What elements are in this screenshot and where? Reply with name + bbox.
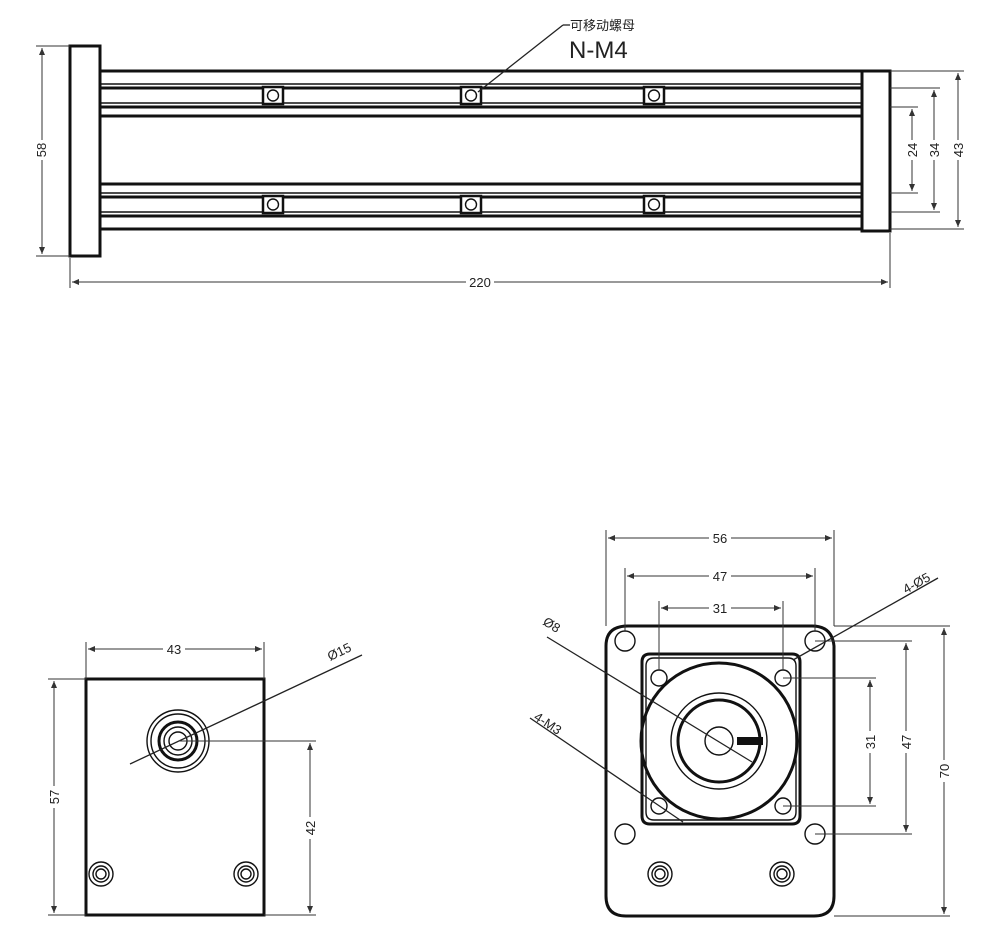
dim-length-label: 220 <box>469 275 491 290</box>
nut-lower-2 <box>459 194 483 215</box>
nut-upper-3 <box>642 85 666 106</box>
dim-inner-spacing-label: 31 <box>713 601 727 616</box>
dim-hole-spacing: 47 <box>624 568 816 631</box>
right-end-plate <box>860 69 892 233</box>
dim-motor-right-outer-label: 70 <box>937 764 952 778</box>
shaft-key <box>737 737 763 745</box>
dim-side-height: 57 <box>45 678 86 916</box>
m3-hole-bl <box>650 797 668 815</box>
dim-bore-label: Ø15 <box>325 640 354 664</box>
nut-upper-2 <box>459 85 483 106</box>
dim-right-mid-label: 34 <box>927 143 942 157</box>
motor-boss <box>639 661 799 821</box>
dim-side-width: 43 <box>85 641 265 679</box>
dim-side-height-label: 57 <box>47 790 62 804</box>
dim-shaft-height-label: 42 <box>303 821 318 835</box>
side-plate <box>84 677 266 917</box>
motor-hole-bottom-left <box>647 861 673 887</box>
dim-right-inner-label: 24 <box>905 143 920 157</box>
dim-threads-label: 4-M3 <box>531 709 564 738</box>
dim-left-height: 58 <box>33 45 70 257</box>
nut-lower-1 <box>261 194 285 215</box>
callout-leader <box>477 24 564 93</box>
dim-shaft-height: 42 <box>178 740 319 916</box>
nut-callout: 可移动螺母 N-M4 <box>477 19 635 93</box>
flange-hole-bl <box>614 823 636 845</box>
side-hole-right <box>233 861 259 887</box>
dim-motor-right-inner-label: 31 <box>863 735 878 749</box>
dim-right-stack: 24 34 43 <box>890 70 967 230</box>
dim-motor-right-stack: 31 47 70 <box>783 625 953 917</box>
motor-flange <box>604 624 836 918</box>
left-end-plate <box>68 44 102 258</box>
dim-inner-spacing: 31 <box>658 600 784 670</box>
dim-length: 220 <box>69 233 891 290</box>
callout-spec: N-M4 <box>569 37 628 64</box>
dim-motor-width-label: 56 <box>713 531 727 546</box>
flange-hole-tl <box>614 630 636 652</box>
dim-right-outer-label: 43 <box>951 143 966 157</box>
dim-left-height-label: 58 <box>34 143 49 157</box>
side-hole-left <box>88 861 114 887</box>
dim-mount-holes-label: 4-Ø5 <box>900 569 933 596</box>
top-view: 可移动螺母 N-M4 58 220 <box>33 19 967 290</box>
side-view: Ø15 43 57 42 <box>45 640 363 917</box>
m3-hole-tl <box>650 669 668 687</box>
motor-view: 56 47 31 <box>529 530 953 918</box>
callout-label: 可移动螺母 <box>570 19 635 34</box>
dim-shaft-label: Ø8 <box>540 614 563 636</box>
dim-motor-width: 56 <box>605 530 835 626</box>
motor-hole-bottom-right <box>769 861 795 887</box>
dim-hole-spacing-label: 47 <box>713 569 727 584</box>
dim-motor-right-mid-label: 47 <box>899 735 914 749</box>
nut-lower-3 <box>642 194 666 215</box>
dim-side-width-label: 43 <box>167 642 181 657</box>
nut-upper-1 <box>261 85 285 106</box>
